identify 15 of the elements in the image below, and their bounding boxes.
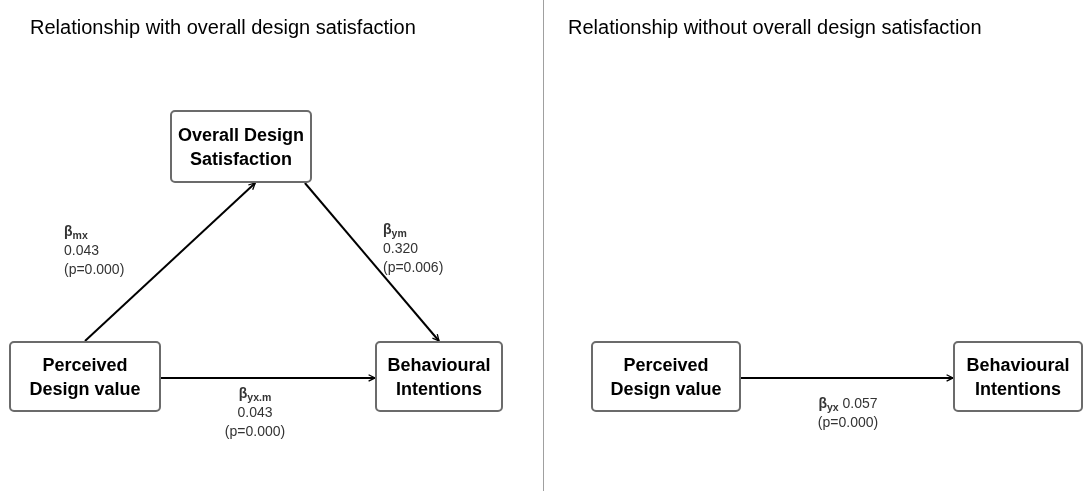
- variable-box: Behavioural Intentions: [953, 341, 1083, 412]
- variable-box: Behavioural Intentions: [375, 341, 503, 412]
- panel-title: Relationship with overall design satisfaction: [30, 15, 416, 40]
- arrow: [84, 182, 257, 342]
- arrow: [740, 374, 954, 382]
- edge-label: β$_{yx}$ 0.057 (p=0.000): [817, 394, 879, 432]
- variable-box: Perceived Design value: [591, 341, 741, 412]
- edge-label: β$_{yx.m}$ 0.043 (p=0.000): [224, 384, 286, 441]
- arrow: [303, 182, 440, 342]
- edge-label: β$_{ym}$ 0.320 (p=0.006): [383, 220, 445, 277]
- variable-box: Overall Design Satisfaction: [170, 110, 312, 183]
- arrow: [160, 374, 376, 382]
- edge-label: β$_{mx}$ 0.043 (p=0.000): [64, 222, 126, 279]
- variable-box: Perceived Design value: [9, 341, 161, 412]
- panel-title: Relationship without overall design satisfaction: [568, 15, 982, 40]
